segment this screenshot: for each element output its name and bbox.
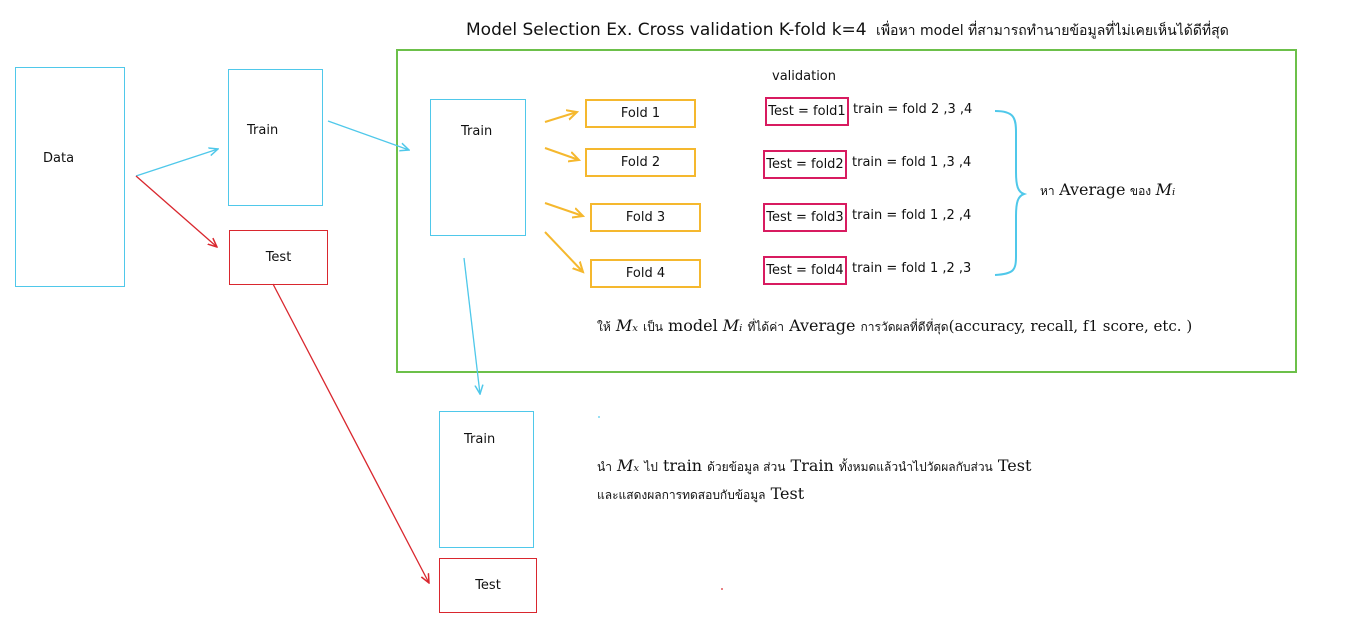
test-fold-3-label: Test = fold3: [766, 210, 844, 225]
train-split-label: Train: [247, 123, 279, 138]
arrow-test-to-final-test: [272, 283, 429, 583]
select-g: (accuracy, recall, f1 score, etc. ): [948, 317, 1193, 335]
fold-3-label: Fold 3: [625, 210, 666, 225]
final-line1-c: train: [662, 456, 702, 475]
train-folds-2: train = fold 1 ,3 ,4: [852, 155, 972, 170]
average-note-c: ของ: [1129, 184, 1152, 198]
train-folds-1: train = fold 2 ,3 ,4: [853, 102, 973, 117]
test-fold-4-box: Test = fold4: [763, 256, 847, 285]
final-line1-d: ด้วยข้อมูล ส่วน: [707, 460, 786, 474]
select-mi: Mᵢ: [722, 316, 743, 335]
test-fold-4-label: Test = fold4: [766, 263, 844, 278]
train-folds-4: train = fold 1 ,2 ,3: [852, 261, 972, 276]
final-line1-e: Train: [790, 456, 834, 475]
final-test-label: Test: [475, 578, 501, 593]
final-train-label: Train: [464, 432, 496, 447]
cv-train-label: Train: [461, 124, 493, 139]
select-d: ที่ได้ค่า: [747, 320, 784, 334]
select-b: เป็น: [643, 320, 663, 334]
test-split-label: Test: [265, 250, 292, 265]
arrow-to-fold-2: [544, 147, 579, 160]
final-train-box: [439, 411, 534, 548]
final-note-line-2: และแสดงผลการทดสอบกับข้อมูล Test: [597, 484, 804, 505]
test-split-box: Test: [229, 230, 328, 285]
final-line1-g: Test: [997, 456, 1032, 475]
cv-train-box: [430, 99, 526, 236]
fold-2-label: Fold 2: [620, 155, 661, 170]
fold-4-label: Fold 4: [625, 266, 666, 281]
test-fold-2-box: Test = fold2: [763, 150, 847, 179]
select-c: model: [668, 316, 718, 335]
test-fold-1-box: Test = fold1: [765, 97, 849, 126]
average-note: หา Average ของ Mᵢ: [1040, 180, 1175, 201]
arrow-to-fold-1: [544, 112, 577, 123]
test-fold-3-box: Test = fold3: [763, 203, 847, 232]
test-fold-1-label: Test = fold1: [768, 104, 846, 119]
arrow-to-fold-3: [544, 202, 583, 216]
model-selection-note: ให้ Mₓ เป็น model Mᵢ ที่ได้ค่า Average ก…: [597, 316, 1192, 337]
arrow-train-to-cv: [327, 120, 409, 150]
cross-validation-panel: [396, 49, 1297, 373]
fold-2-box: Fold 2: [585, 148, 696, 177]
data-label: Data: [43, 151, 75, 166]
final-line2-a: และแสดงผลการทดสอบกับข้อมูล: [597, 488, 766, 502]
average-note-math: Mᵢ: [1155, 180, 1176, 199]
final-line1-f: ทั้งหมดแล้วนำไปวัดผลกับส่วน: [838, 460, 993, 474]
validation-header: validation: [772, 69, 837, 84]
fold-4-box: Fold 4: [590, 259, 701, 288]
average-note-a: หา: [1040, 184, 1055, 198]
title-thai: เพื่อหา model ที่สามารถทำนายข้อมูลที่ไม่…: [876, 23, 1229, 39]
select-f: การวัดผลที่ดีที่สุด: [860, 320, 949, 334]
arrow-data-to-train: [135, 149, 218, 177]
arrow-to-fold-4: [544, 231, 583, 272]
data-box: [15, 67, 125, 287]
select-mx: Mₓ: [615, 316, 638, 335]
test-fold-2-label: Test = fold2: [766, 157, 844, 172]
train-split-box: [228, 69, 323, 206]
train-folds-3: train = fold 1 ,2 ,4: [852, 208, 972, 223]
final-line2-b: Test: [770, 484, 805, 503]
final-note-line-1: นำ Mₓ ไป train ด้วยข้อมูล ส่วน Train ทั้…: [597, 456, 1031, 477]
final-line1-mx: Mₓ: [617, 456, 640, 475]
select-a: ให้: [597, 320, 611, 334]
select-e: Average: [789, 316, 856, 335]
title-main: Model Selection Ex. Cross validation K-f…: [466, 20, 867, 40]
fold-3-box: Fold 3: [590, 203, 701, 232]
speck-1: [598, 416, 600, 418]
diagram-title: Model Selection Ex. Cross validation K-f…: [466, 20, 1229, 42]
curly-brace: [994, 110, 1028, 276]
final-test-box: Test: [439, 558, 537, 613]
fold-1-box: Fold 1: [585, 99, 696, 128]
arrow-data-to-test: [135, 175, 217, 247]
arrow-cv-to-final-train: [463, 257, 480, 394]
fold-1-label: Fold 1: [620, 106, 661, 121]
final-line1-b: ไป: [644, 460, 658, 474]
average-note-b: Average: [1059, 180, 1126, 199]
speck-2: [721, 588, 723, 590]
final-line1-a: นำ: [597, 460, 612, 474]
